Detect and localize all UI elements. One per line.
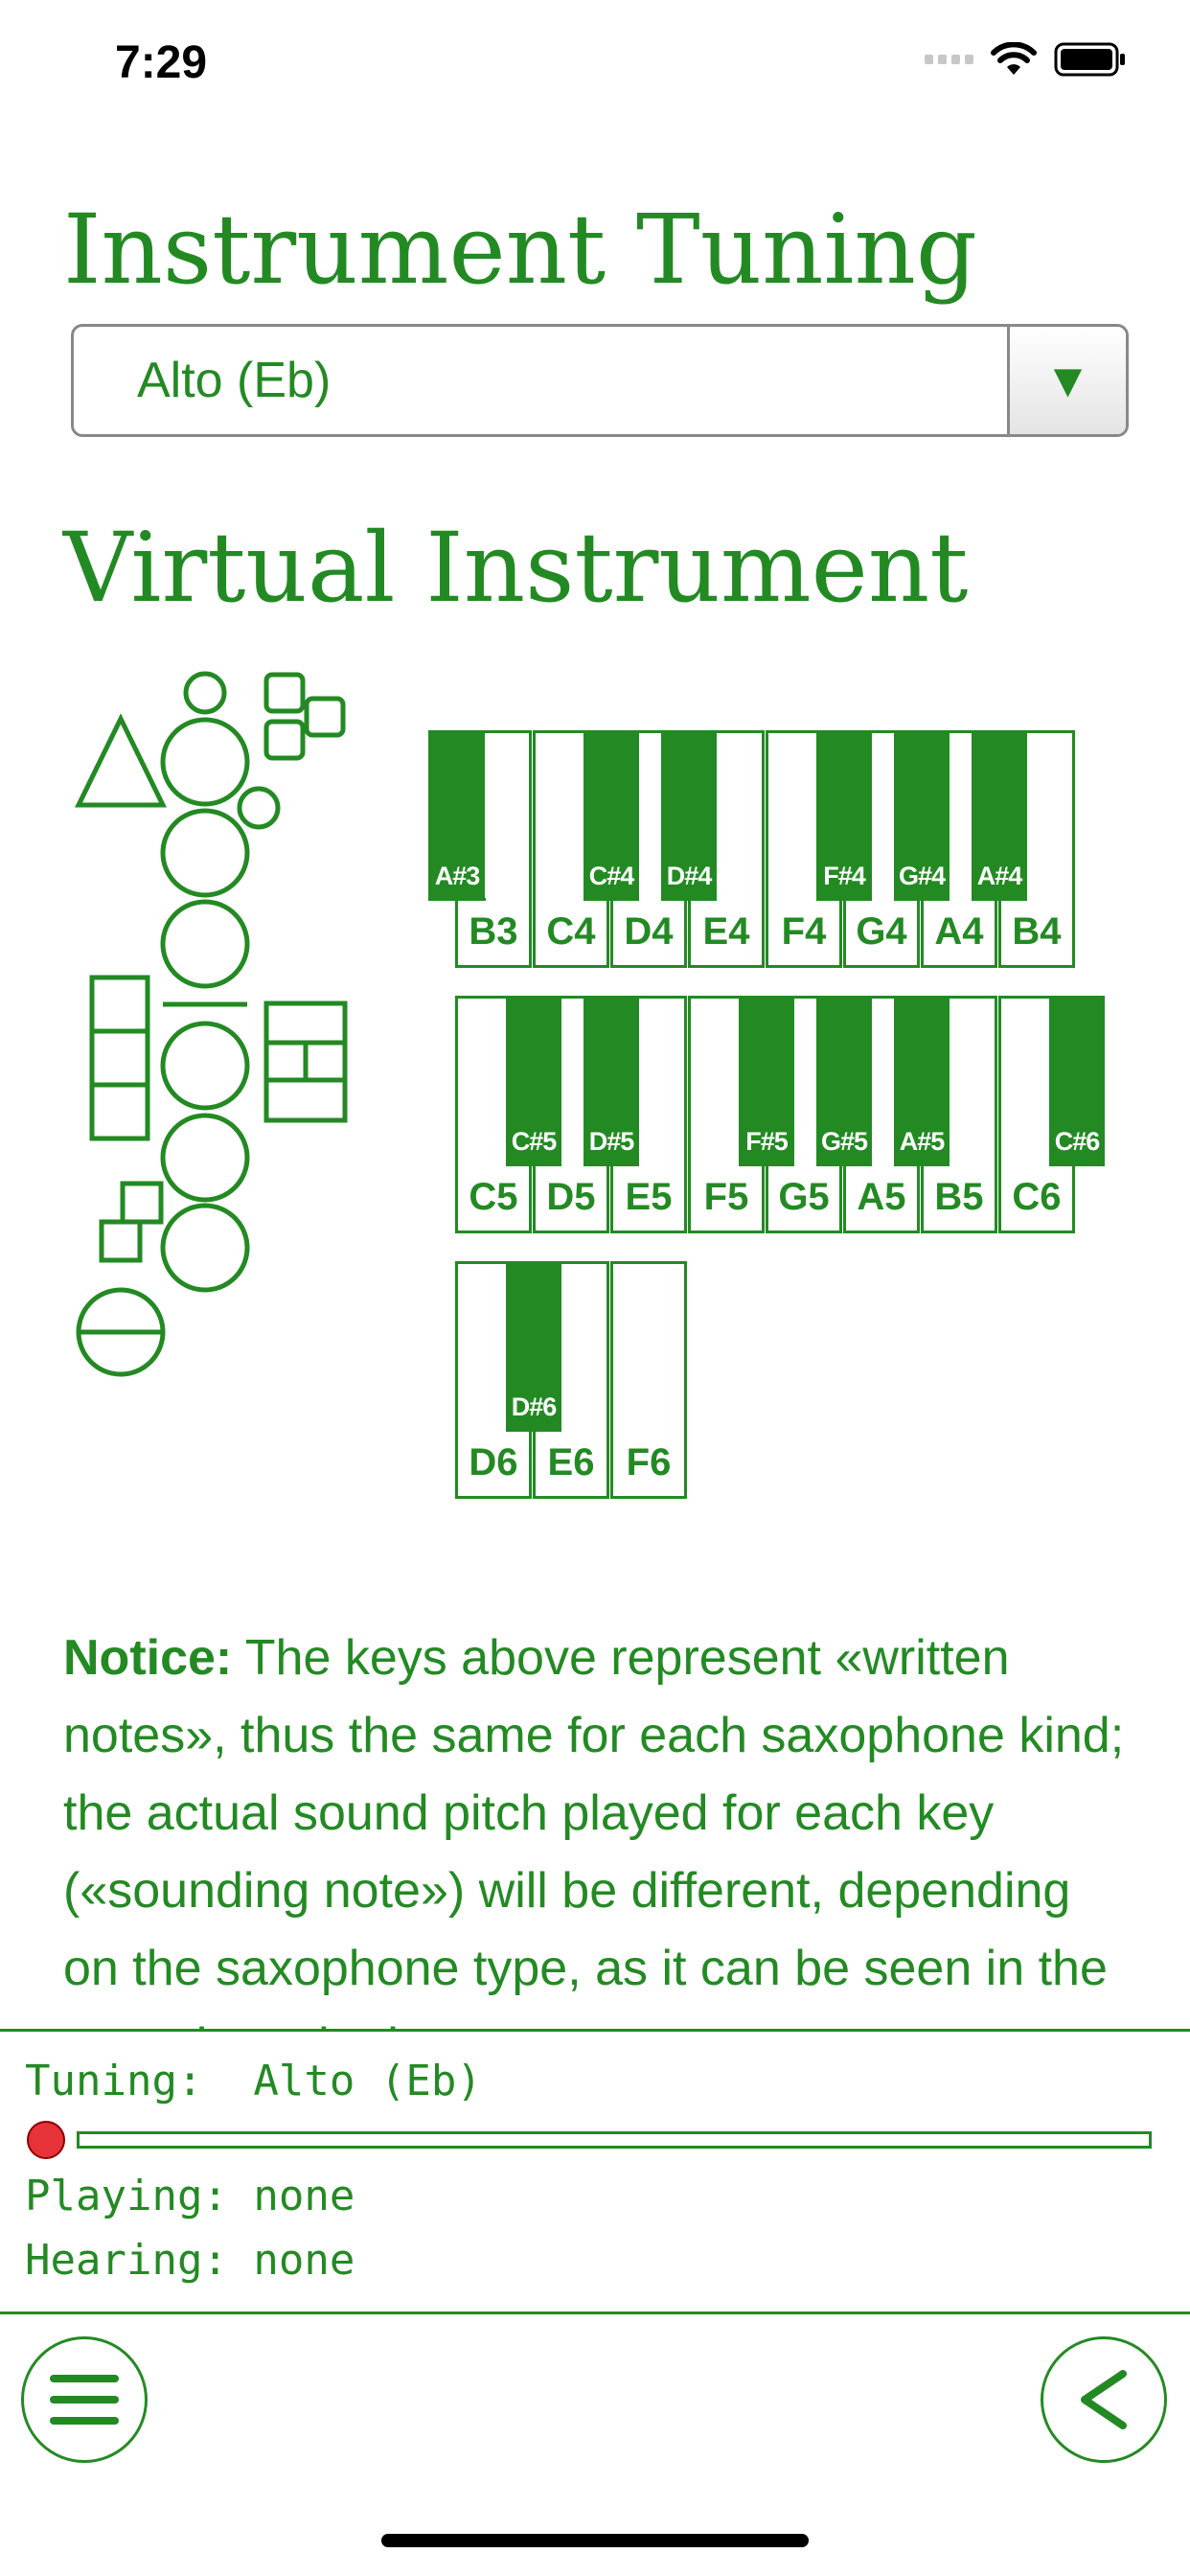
- bis-key: [237, 786, 281, 830]
- console-tuning-label: Tuning:: [25, 2057, 203, 2105]
- tuning-title: Instrument Tuning: [63, 194, 977, 306]
- console-bottom-border: [0, 2312, 1190, 2314]
- back-button[interactable]: [1041, 2336, 1167, 2463]
- pinky-key-1: [120, 1181, 164, 1225]
- finger-key-5: [160, 1113, 250, 1203]
- console-tuning-row: Tuning: Alto (Eb): [25, 2057, 482, 2105]
- record-indicator-icon: [27, 2121, 65, 2159]
- side-key-box: [263, 1000, 348, 1123]
- side-key-2: [89, 1028, 150, 1088]
- notice-label: Notice:: [63, 1630, 233, 1686]
- palm-key-square-2: [304, 696, 346, 738]
- black-key[interactable]: F#4: [816, 730, 872, 901]
- side-key-1: [89, 975, 150, 1034]
- black-key[interactable]: C#6: [1049, 996, 1105, 1166]
- black-key[interactable]: D#5: [584, 996, 639, 1166]
- console-playing-value: none: [253, 2172, 355, 2220]
- dropdown-arrow-icon[interactable]: ▼: [1007, 327, 1126, 434]
- black-key[interactable]: G#4: [894, 730, 950, 901]
- menu-button[interactable]: [21, 2336, 148, 2463]
- finger-key-4: [160, 1021, 250, 1111]
- wifi-icon: [991, 42, 1037, 75]
- status-time: 7:29: [115, 37, 208, 88]
- palm-key-square-1: [263, 672, 306, 714]
- black-key[interactable]: F#5: [739, 996, 794, 1166]
- home-indicator: [381, 2534, 809, 2547]
- black-key[interactable]: A#5: [894, 996, 950, 1166]
- pinky-key-2: [99, 1219, 143, 1263]
- side-key-3: [89, 1082, 150, 1141]
- finger-key-3: [160, 899, 250, 989]
- console-tuning-value: Alto (Eb): [253, 2057, 482, 2105]
- black-key[interactable]: C#5: [506, 996, 561, 1166]
- black-key[interactable]: C#4: [584, 730, 639, 901]
- tuning-select[interactable]: Alto (Eb) ▼: [71, 324, 1129, 437]
- cellular-signal-icon: [925, 55, 973, 64]
- saxophone-fingering-diagram[interactable]: [67, 666, 355, 1380]
- status-icons: [925, 42, 1127, 77]
- chevron-left-icon: [1081, 2370, 1127, 2429]
- black-key[interactable]: D#6: [506, 1261, 561, 1432]
- instrument-title: Virtual Instrument: [63, 512, 969, 624]
- black-key[interactable]: A#3: [429, 730, 485, 901]
- palm-key-small: [183, 671, 227, 715]
- black-key[interactable]: D#4: [661, 730, 717, 901]
- console-playing-row: Playing: none: [25, 2172, 355, 2220]
- palm-key-square-3: [263, 719, 306, 761]
- white-key[interactable]: F6: [610, 1261, 687, 1499]
- playback-progress-bar[interactable]: [77, 2131, 1152, 2149]
- console-playing-label: Playing:: [25, 2172, 228, 2220]
- battery-icon: [1054, 42, 1125, 77]
- tuning-select-value: Alto (Eb): [137, 353, 332, 408]
- console-top-border: [0, 2029, 1190, 2032]
- finger-key-6: [160, 1203, 250, 1293]
- console-hearing-row: Hearing: none: [25, 2236, 355, 2285]
- black-key[interactable]: G#5: [816, 996, 872, 1166]
- octave-key-triangle: [74, 713, 168, 808]
- notice-text: The keys above represent «written notes»…: [63, 1630, 1125, 2032]
- console-hearing-label: Hearing:: [25, 2236, 228, 2285]
- black-key[interactable]: A#4: [972, 730, 1027, 901]
- notice-paragraph: Notice: The keys above represent «writte…: [63, 1620, 1127, 2032]
- finger-key-2: [160, 808, 250, 898]
- hamburger-menu-icon: [50, 2375, 119, 2425]
- finger-key-1: [160, 717, 250, 807]
- console-hearing-value: none: [253, 2236, 355, 2285]
